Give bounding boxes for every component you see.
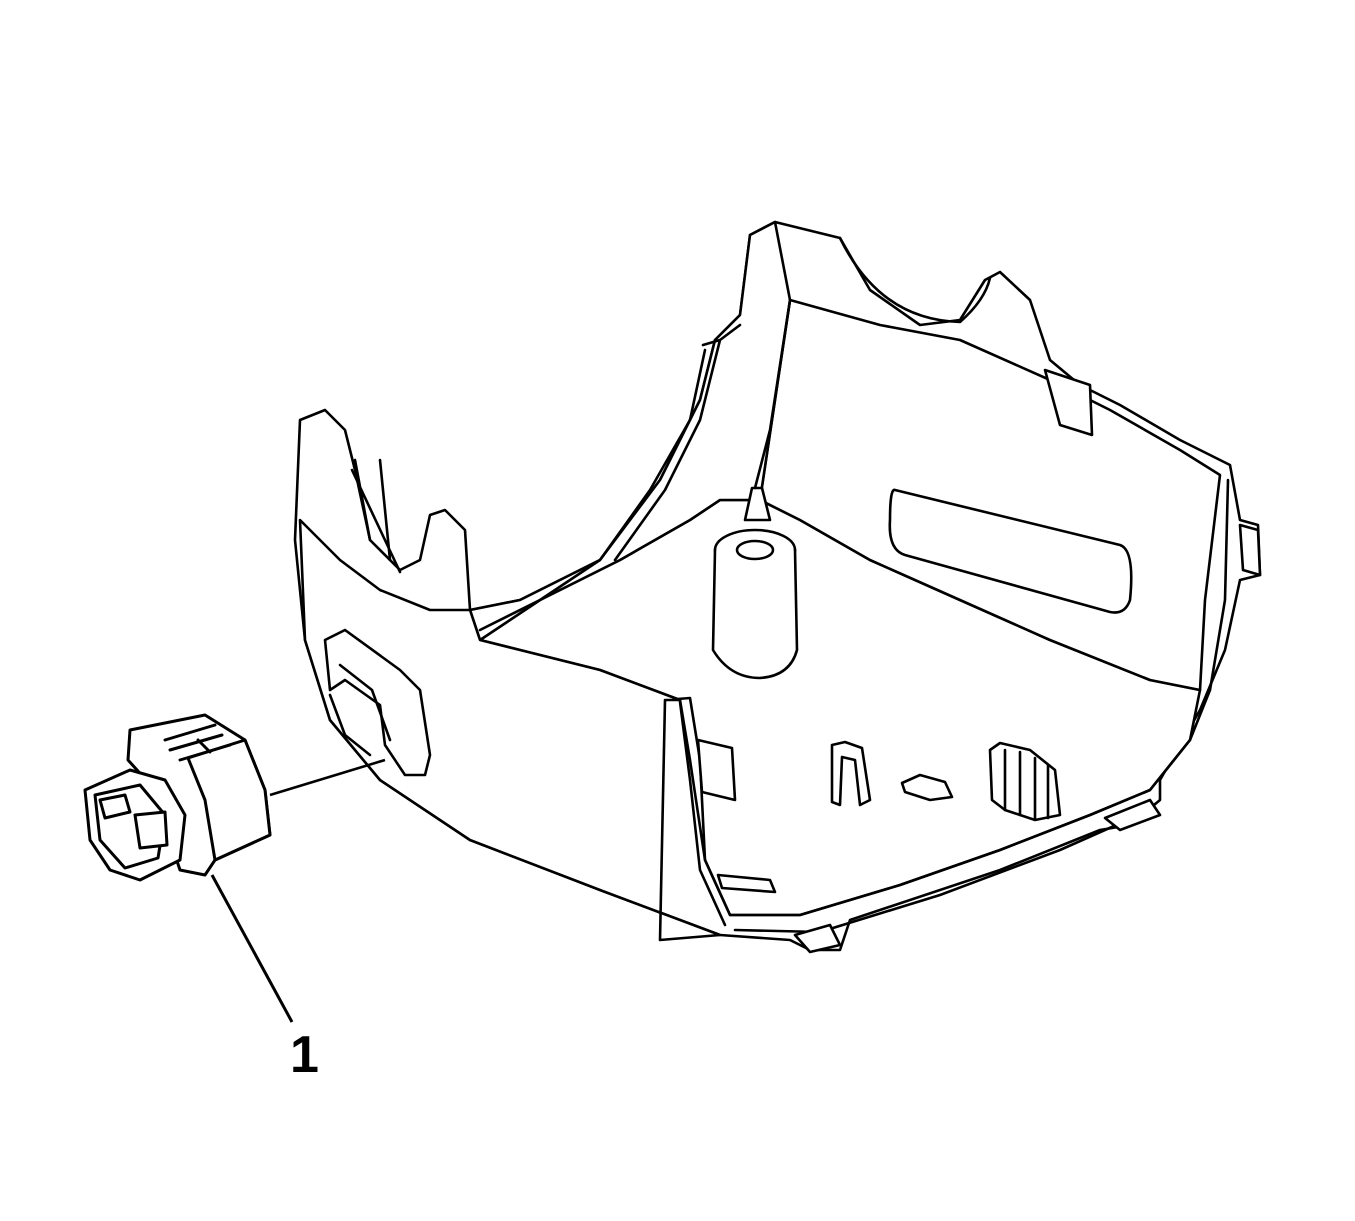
cover-front-wall <box>298 518 722 942</box>
cover-side-opening-inner <box>328 663 392 757</box>
cover-side-tab <box>696 738 737 802</box>
cover-boss-hole <box>735 539 775 561</box>
cover-rim-tab-2 <box>1238 523 1262 577</box>
cover-boss-body <box>711 548 799 680</box>
cover-rim-tab-3 <box>1103 798 1162 832</box>
cover-floor-clip-3 <box>988 741 1062 822</box>
cover-left-ribs <box>478 323 742 632</box>
trim-cover <box>293 220 1262 954</box>
switch-knob-button <box>133 810 169 850</box>
cover-floor-clip-1 <box>830 740 872 807</box>
callout-label-1: 1 <box>290 1026 319 1084</box>
cover-front-lip-edge <box>733 808 1152 934</box>
cover-rim-tab-4 <box>793 923 842 954</box>
cover-rim-tab-5 <box>716 873 777 894</box>
cover-floor-clip-3-ribs <box>1003 748 1050 820</box>
cover-rear-notch <box>838 236 992 324</box>
cover-left-inner-wall <box>468 220 792 642</box>
switch-component <box>83 713 272 882</box>
cover-front-lip-inner <box>678 700 727 927</box>
cover-left-notch <box>350 458 402 574</box>
leader-line-callout-1 <box>210 874 294 1023</box>
cover-rim-tab-1 <box>1043 368 1094 437</box>
switch-housing-ridges <box>163 723 232 762</box>
switch-knob-detail <box>98 793 132 820</box>
cover-boss-pin <box>743 486 772 522</box>
cover-floor-clip-2 <box>900 773 954 802</box>
cover-boss-rib <box>753 298 792 490</box>
leader-line-switch-to-cover <box>269 758 386 797</box>
callout-1: 1 <box>210 758 386 1084</box>
switch-housing-face <box>186 738 272 862</box>
cover-window-slot <box>888 488 1133 614</box>
